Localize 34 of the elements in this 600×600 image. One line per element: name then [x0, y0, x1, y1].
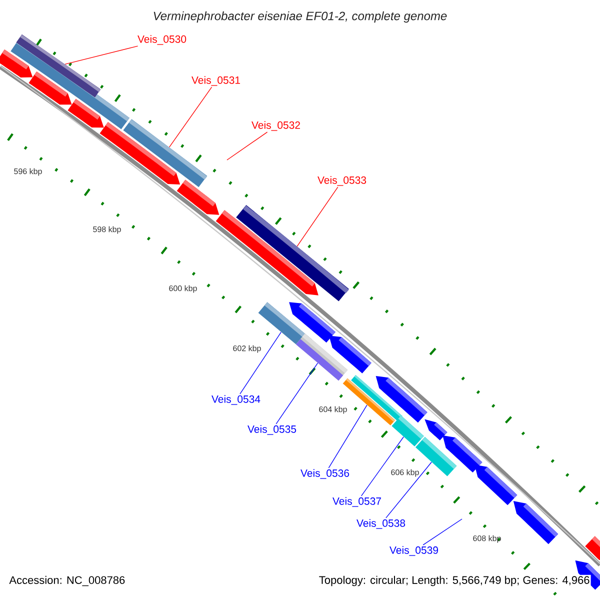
leader-line [64, 46, 138, 65]
gene-bar [392, 416, 424, 446]
genome-info-text: Topology: circular; Length: 5,566,749 bp; Genes: 4,966 [318, 574, 591, 588]
tick-label: 602 kbp [233, 345, 261, 353]
tick-label: 604 kbp [319, 406, 347, 414]
leader-line [276, 362, 318, 424]
gene-label: Veis_0533 [318, 176, 366, 186]
leader-line [240, 332, 282, 394]
gene-label: Veis_0538 [356, 519, 406, 529]
gene-bar [16, 34, 101, 98]
gene-label: Veis_0539 [390, 546, 438, 556]
leader-line [226, 132, 268, 160]
tick-label: 600 kbp [169, 285, 197, 293]
gene-bar [236, 204, 349, 302]
tick-label: 598 kbp [93, 226, 121, 234]
gene-bar [123, 119, 208, 188]
gene-label: Veis_0536 [300, 469, 350, 479]
gene-bar [296, 334, 348, 381]
leader-line [422, 518, 462, 546]
tick-label: 606 kbp [391, 469, 419, 477]
leader-line [168, 86, 212, 148]
gene-label: Veis_0537 [332, 497, 381, 507]
leader-line [360, 436, 404, 496]
accession-text: Accession: NC_008786 [9, 576, 125, 586]
gene-label: Veis_0532 [252, 121, 300, 131]
leader-line [386, 462, 432, 518]
tick-label: 596 kbp [14, 168, 42, 176]
leader-line [296, 186, 338, 247]
title: Verminephrobacter eiseniae EF01-2, complete genome [154, 11, 447, 23]
gene-label: Veis_0535 [248, 425, 296, 435]
gene-label: Veis_0530 [138, 35, 186, 45]
tick-label: 608 kbp [473, 535, 501, 543]
gene-label: Veis_0534 [212, 395, 260, 405]
gene-label: Veis_0531 [192, 76, 240, 86]
